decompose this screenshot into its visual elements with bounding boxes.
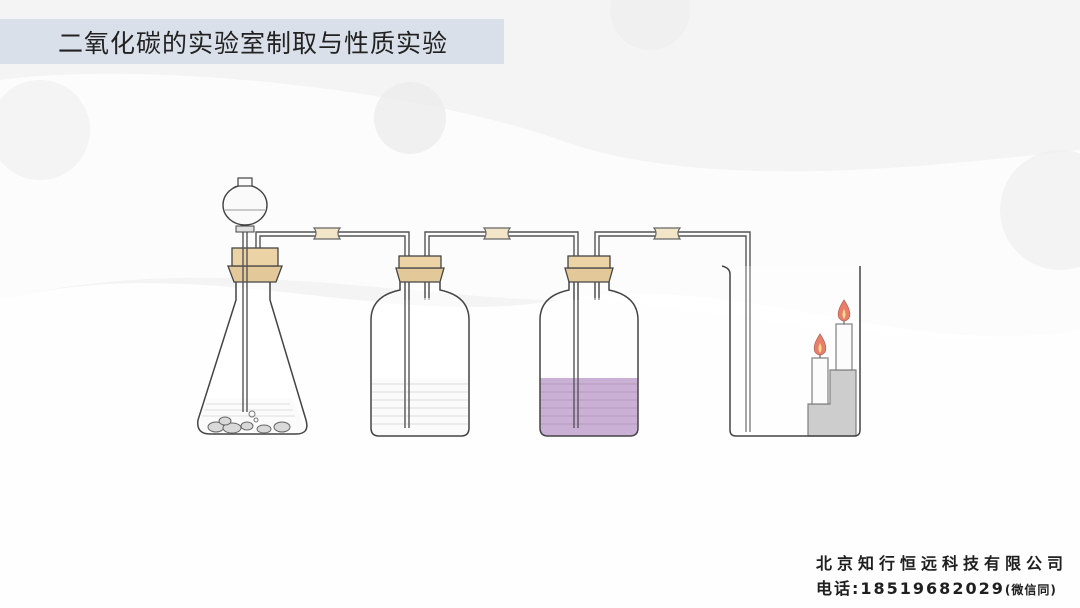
company-name: 北京知行恒远科技有限公司 (815, 554, 1068, 573)
litmus-bottle (539, 255, 639, 437)
wechat-note: (微信同) (1004, 583, 1057, 597)
delivery-tubes (255, 231, 751, 432)
company-info: 北京知行恒远科技有限公司 电话:18519682029(微信同) (816, 552, 1068, 603)
phone-number: 电话:18519682029 (815, 579, 1005, 598)
page-title: 二氧化碳的实验室制取与性质实验 (58, 28, 449, 58)
conical-flask (197, 177, 308, 435)
wash-bottle (370, 255, 470, 437)
beaker-with-candles (721, 265, 861, 437)
marble-chips (207, 416, 291, 434)
rubber-connector (312, 227, 682, 240)
title-bar: 二氧化碳的实验室制取与性质实验 (0, 19, 504, 64)
company-phone: 电话:18519682029(微信同) (816, 576, 1068, 603)
